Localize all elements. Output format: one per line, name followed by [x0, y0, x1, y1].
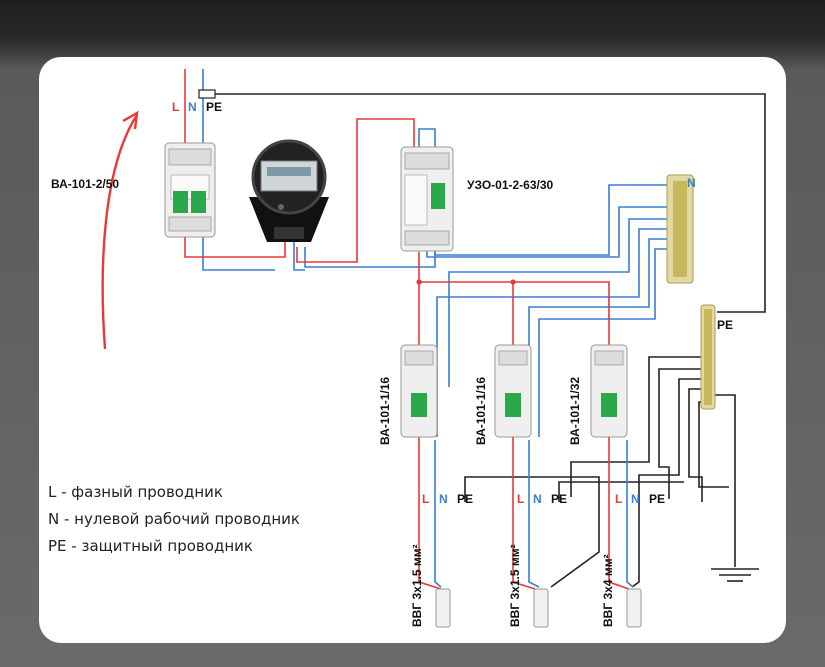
out-1-l-label: L [422, 492, 429, 506]
input-l-label: L [172, 100, 179, 114]
main-breaker-label: ВА-101-2/50 [51, 177, 119, 191]
breaker-1-label: ВА-101-1/16 [378, 377, 392, 445]
cable-3-label: ВВГ 3х4 мм² [601, 554, 615, 627]
electricity-meter [249, 139, 329, 242]
wiring-diagram-card: L N PE ВА-101-2/50 УЗО-01-2-63/30 N [39, 57, 786, 643]
legend-l: L - фазный проводник [48, 483, 223, 501]
input-n-label: N [188, 100, 197, 114]
out-1-pe-label: PE [457, 492, 473, 506]
cables [435, 588, 642, 628]
rcd-device [400, 146, 454, 252]
out-1-n-label: N [439, 492, 448, 506]
neutral-wires [202, 69, 667, 588]
out-3-pe-label: PE [649, 492, 665, 506]
out-2-pe-label: PE [551, 492, 567, 506]
pe-bus [700, 304, 716, 410]
main-breaker [164, 142, 216, 238]
breaker-3 [590, 344, 628, 438]
input-pe-label: PE [206, 100, 222, 114]
out-3-l-label: L [615, 492, 622, 506]
neutral-bus [666, 174, 694, 284]
legend-pe: PE - защитный проводник [48, 537, 253, 555]
cable-2-label: ВВГ 3х1.5 мм² [508, 544, 522, 627]
out-3-n-label: N [631, 492, 640, 506]
breaker-3-label: ВА-101-1/32 [568, 377, 582, 445]
bus-n-label: N [687, 176, 696, 190]
pe-input-terminal [198, 89, 216, 99]
arrow-head-icon [122, 110, 139, 130]
bus-pe-label: PE [717, 318, 733, 332]
breaker-2-label: ВА-101-1/16 [474, 377, 488, 445]
breaker-2 [494, 344, 532, 438]
supply-direction-arrow [101, 114, 139, 350]
ground-icon [711, 568, 759, 582]
wiring-diagram: L N PE ВА-101-2/50 УЗО-01-2-63/30 N [51, 69, 766, 628]
breaker-1 [400, 344, 438, 438]
out-2-n-label: N [533, 492, 542, 506]
out-2-l-label: L [517, 492, 524, 506]
phase-junctions [416, 279, 516, 285]
legend-n: N - нулевой рабочий проводник [48, 510, 300, 528]
cable-1-label: ВВГ 3х1.5 мм² [410, 544, 424, 627]
rcd-label: УЗО-01-2-63/30 [467, 178, 554, 192]
